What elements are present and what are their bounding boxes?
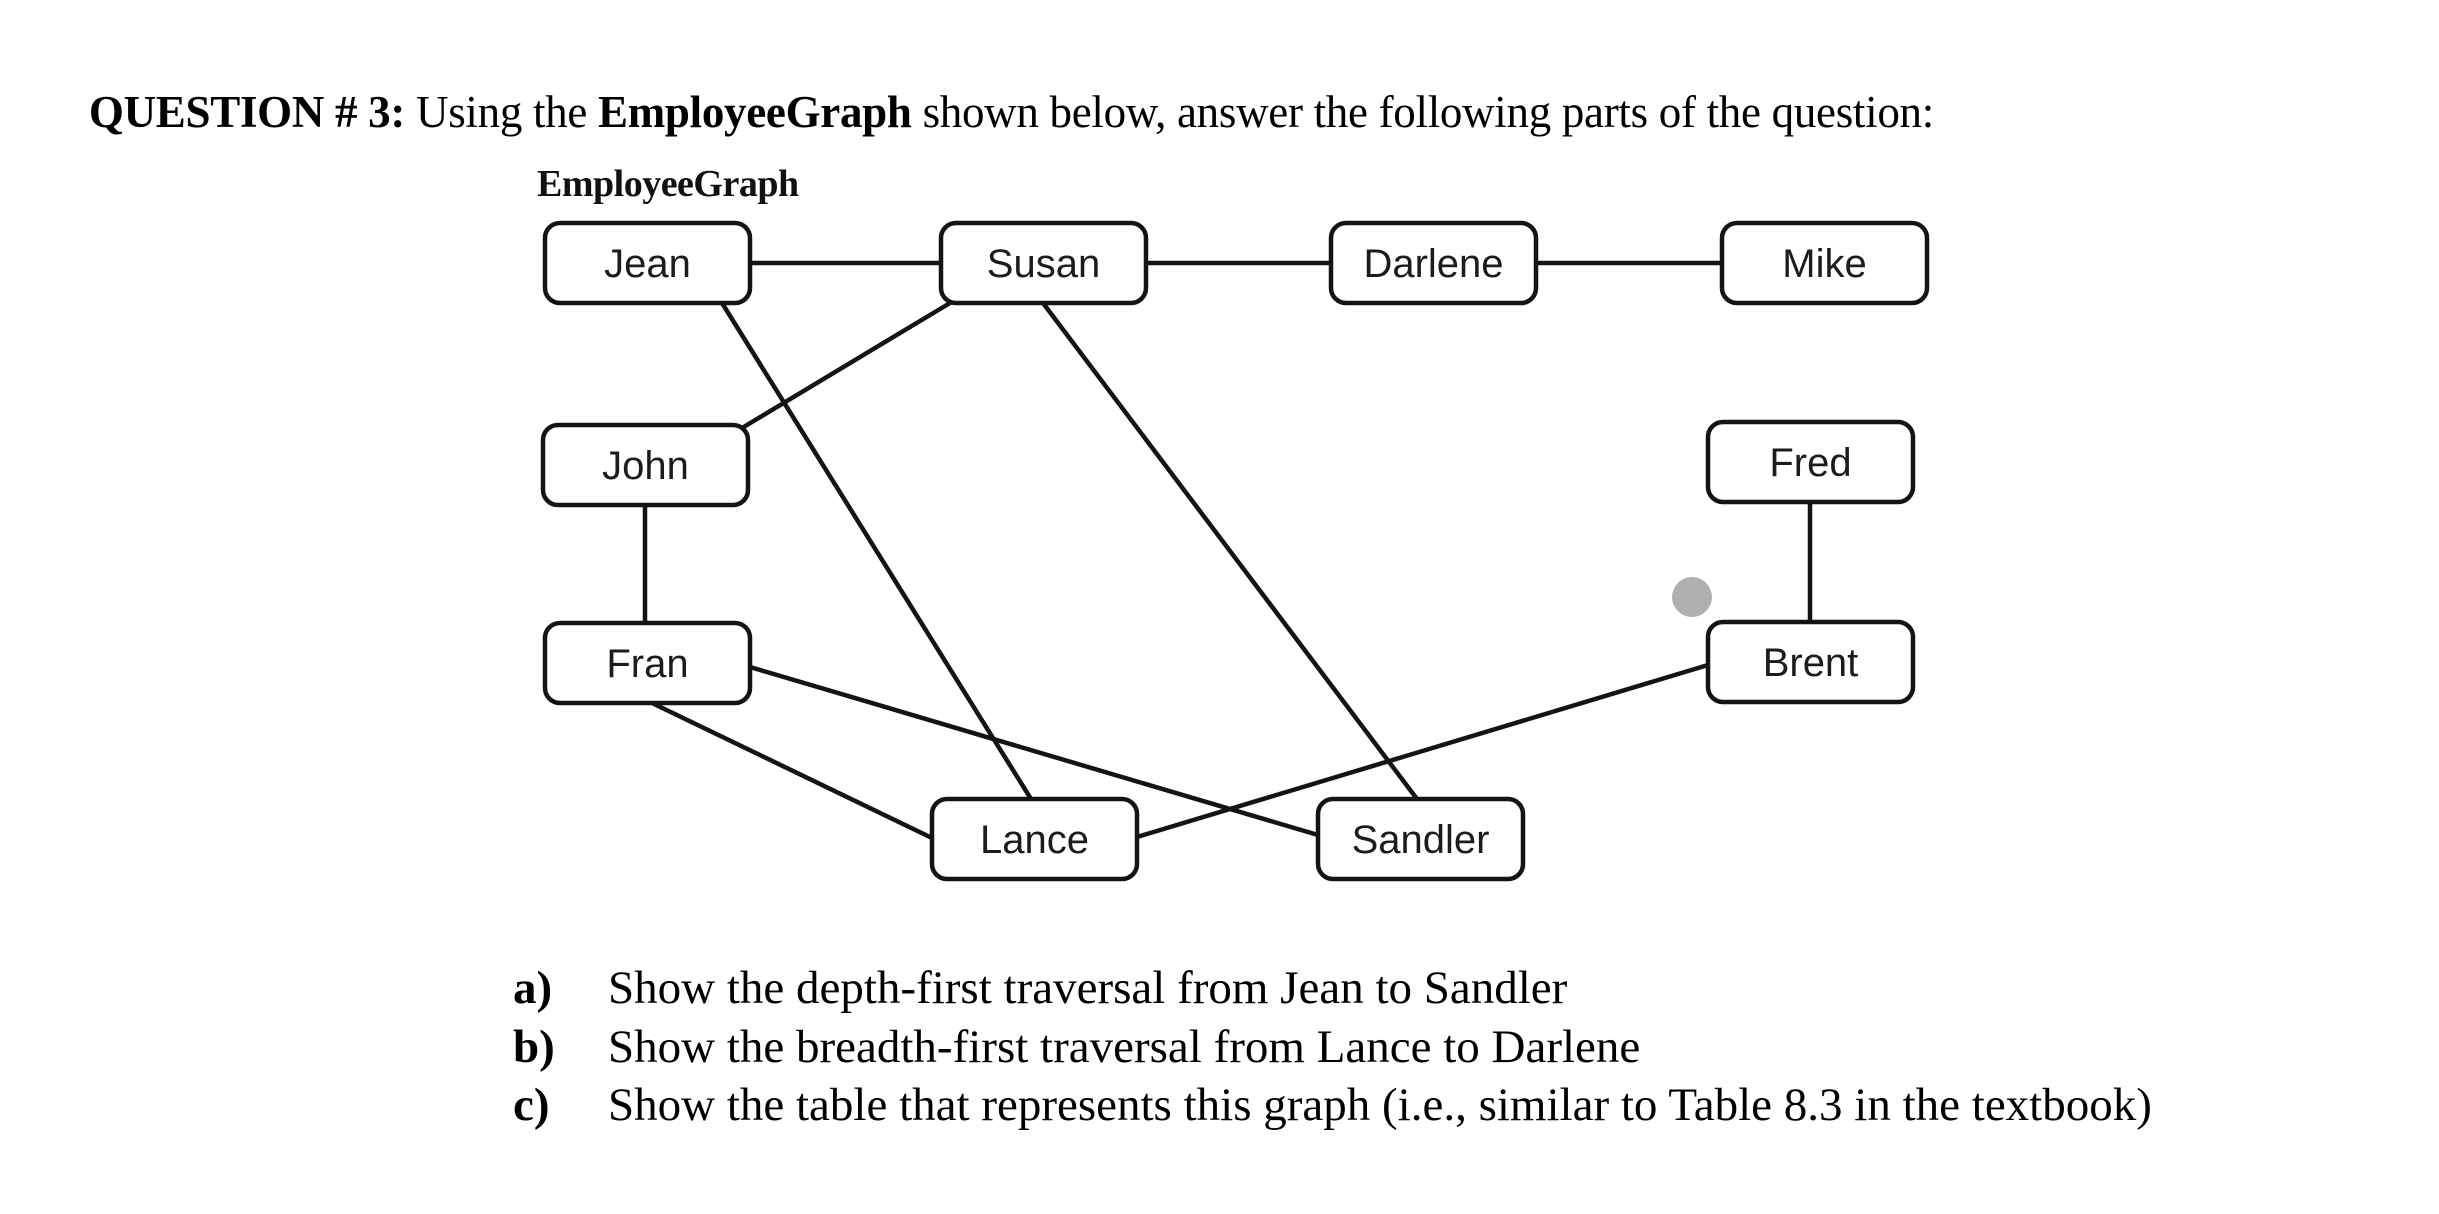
graph-node-box-sandler	[1315, 796, 1526, 882]
graph-node-lance: Lance	[929, 796, 1140, 882]
graph-node-box-lance	[929, 796, 1140, 882]
part-b: b) Show the breadth-first traversal from …	[513, 1020, 2152, 1079]
question-graph-name: EmployeeGraph	[598, 87, 912, 137]
stray-gray-dot	[1672, 577, 1712, 617]
question-intro-post: shown below, answer the following parts …	[911, 87, 1935, 137]
graph-node-box-brent	[1705, 619, 1916, 705]
graph-node-label-lance: Lance	[980, 818, 1089, 862]
graph-node-label-jean: Jean	[604, 242, 691, 286]
graph-title: EmployeeGraph	[537, 163, 799, 205]
graph-node-label-fred: Fred	[1769, 441, 1851, 485]
graph-node-label-darlene: Darlene	[1363, 242, 1503, 286]
edge-susan-john	[739, 300, 953, 431]
graph-node-john: John	[540, 422, 751, 508]
graph-node-label-sandler: Sandler	[1352, 818, 1490, 862]
question-number: QUESTION # 3:	[88, 87, 417, 137]
edge-fran-sandler	[747, 664, 1321, 838]
question-parts-list: a) Show the depth-first traversal from Je…	[513, 961, 2152, 1137]
graph-node-label-susan: Susan	[987, 242, 1100, 286]
graph-node-label-brent: Brent	[1763, 641, 1859, 685]
graph-node-fran: Fran	[542, 620, 753, 706]
question-heading: QUESTION # 3: Using the EmployeeGraph sh…	[67, 34, 1934, 138]
graph-node-label-fran: Fran	[606, 642, 688, 686]
part-c-letter: c)	[513, 1079, 550, 1131]
graph-node-box-mike	[1719, 220, 1930, 306]
edge-fran-lance	[649, 700, 935, 841]
graph-node-darlene: Darlene	[1328, 220, 1539, 306]
graph-node-fred: Fred	[1705, 419, 1916, 505]
graph-node-jean: Jean	[542, 220, 753, 306]
graph-node-label-mike: Mike	[1782, 242, 1866, 286]
part-b-letter: b)	[513, 1020, 555, 1073]
graph-node-label-john: John	[602, 444, 689, 488]
edge-lance-brent	[1134, 662, 1711, 840]
edge-jean-lance	[719, 300, 1034, 802]
part-a: a) Show the depth-first traversal from Je…	[513, 961, 2152, 1020]
graph-node-box-jean	[542, 220, 753, 306]
part-b-text: Show the breadth-first traversal from La…	[608, 1020, 1641, 1073]
graph-node-sandler: Sandler	[1315, 796, 1526, 882]
graph-node-box-fred	[1705, 419, 1916, 505]
part-a-letter: a)	[513, 962, 553, 1014]
graph-node-mike: Mike	[1719, 220, 1930, 306]
graph-node-susan: Susan	[938, 220, 1149, 306]
graph-node-box-fran	[542, 620, 753, 706]
edge-susan-sandler	[1040, 300, 1420, 802]
graph-node-brent: Brent	[1705, 619, 1916, 705]
part-c: c) Show the table that represents this gr…	[513, 1078, 2152, 1137]
question-intro-pre: Using the	[416, 87, 599, 137]
part-a-text: Show the depth-first traversal from Jean…	[608, 962, 1568, 1014]
part-c-text: Show the table that represents this grap…	[608, 1079, 2152, 1131]
graph-node-box-susan	[938, 220, 1149, 306]
graph-node-box-darlene	[1328, 220, 1539, 306]
graph-node-box-john	[540, 422, 751, 508]
